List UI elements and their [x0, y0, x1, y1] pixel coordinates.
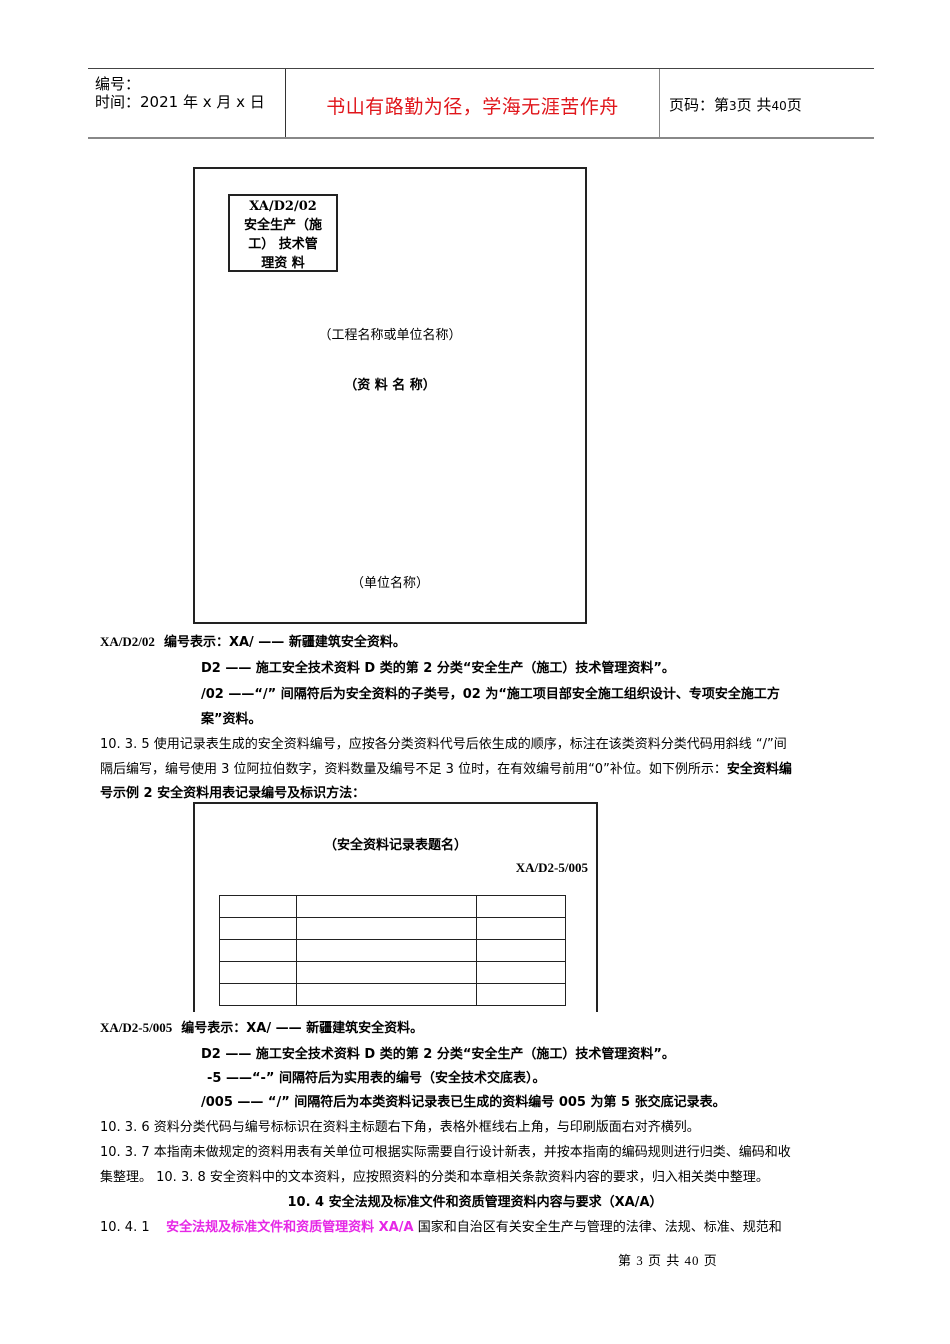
table-cell — [476, 895, 566, 918]
header-motto-cell: 书山有路勤为径，学海无涯苦作舟 — [286, 69, 660, 137]
table-cell — [476, 983, 566, 1006]
table-cell — [219, 895, 297, 918]
explanation-1-line-3: /02 ——“/” 间隔符后为安全资料的子类号，02 为“施工项目部安全施工组织… — [201, 687, 780, 702]
category-code-box: XA/D2/02 安全生产（施 工） 技术管 理资 料 — [228, 194, 338, 272]
category-line-2: 工） 技术管 — [248, 237, 318, 252]
table-cell — [476, 939, 566, 962]
section-10-4-heading: 10. 4 安全法规及标准文件和资质管理资料内容与要求（XA/A） — [287, 1195, 663, 1210]
unit-name-placeholder: （单位名称） — [350, 576, 429, 591]
document-time: 时间：2021 年 x 月 x 日 — [95, 93, 265, 111]
total-pages: 40 — [771, 99, 787, 113]
table-row — [219, 961, 566, 984]
explanation-2-line-1: XA/D2-5/005 编号表示：XA/ —— 新疆建筑安全资料。 — [100, 1020, 424, 1036]
record-table-title: （安全资料记录表题名） — [323, 838, 467, 853]
table-cell — [296, 961, 477, 984]
header-info-cell: 编号： 时间：2021 年 x 月 x 日 — [88, 69, 286, 137]
table-cell — [476, 961, 566, 984]
material-name-placeholder: （资 料 名 称） — [344, 378, 436, 393]
table-row — [219, 939, 566, 962]
highlighted-title: 安全法规及标准文件和资质管理资料 XA/A — [166, 1220, 414, 1235]
category-code: XA/D2/02 — [249, 199, 317, 214]
current-page: 3 — [729, 99, 737, 113]
table-cell — [219, 961, 297, 984]
page-footer: 第 3 页 共 40 页 — [618, 1253, 718, 1268]
table-cell — [296, 939, 477, 962]
record-table-example: （安全资料记录表题名） XA/D2-5/005 — [193, 802, 598, 1012]
table-cell — [296, 917, 477, 940]
record-table-code: XA/D2-5/005 — [515, 860, 588, 875]
section-10-3-6: 10. 3. 6 资料分类代码与编号标标识在资料主标题右下角，表格外框线右上角，… — [100, 1120, 700, 1135]
header-page-cell: 页码：第3页 共40页 — [660, 69, 874, 137]
cover-example-box: XA/D2/02 安全生产（施 工） 技术管 理资 料 （工程名称或单位名称） … — [193, 167, 587, 624]
table-cell — [219, 917, 297, 940]
category-line-3: 理资 料 — [261, 256, 305, 271]
explanation-1-line-2: D2 —— 施工安全技术资料 D 类的第 2 分类“安全生产（施工）技术管理资料… — [201, 661, 675, 676]
motto-text: 书山有路勤为径，学海无涯苦作舟 — [326, 96, 619, 118]
category-line-1: 安全生产（施 — [243, 218, 322, 233]
table-cell — [476, 917, 566, 940]
explanation-2-line-2: D2 —— 施工安全技术资料 D 类的第 2 分类“安全生产（施工）技术管理资料… — [201, 1047, 675, 1062]
table-cell — [296, 983, 477, 1006]
record-grid — [219, 895, 566, 1006]
document-number-label: 编号： — [95, 75, 141, 93]
section-10-3-7-line-2: 集整理。 10. 3. 8 安全资料中的文本资料，应按照资料的分类和本章相关条款… — [100, 1170, 769, 1185]
explanation-1-line-1: XA/D2/02 编号表示：XA/ —— 新疆建筑安全资料。 — [100, 634, 406, 650]
page-header: 编号： 时间：2021 年 x 月 x 日 书山有路勤为径，学海无涯苦作舟 页码… — [88, 68, 874, 139]
table-cell — [219, 939, 297, 962]
explanation-1-line-4: 案”资料。 — [201, 712, 262, 727]
explanation-2-line-3: -5 ——“-” 间隔符后为实用表的编号（安全技术交底表）。 — [207, 1071, 546, 1086]
page-indicator: 页码：第3页 共40页 — [669, 96, 802, 114]
project-name-placeholder: （工程名称或单位名称） — [318, 328, 462, 343]
table-row — [219, 983, 566, 1006]
table-row — [219, 895, 566, 918]
section-10-3-5-line-1: 10. 3. 5 使用记录表生成的安全资料编号，应按各分类资料代号后依生成的顺序… — [100, 737, 787, 752]
section-10-3-5-line-3: 号示例 2 安全资料用表记录编号及标识方法： — [100, 786, 366, 801]
table-row — [219, 917, 566, 940]
section-10-4-1: 10. 4. 1 安全法规及标准文件和资质管理资料 XA/A 国家和自治区有关安… — [100, 1220, 782, 1235]
section-10-3-5-line-2: 隔后编写，编号使用 3 位阿拉伯数字，资料数量及编号不足 3 位时，在有效编号前… — [100, 762, 792, 777]
table-cell — [296, 895, 477, 918]
explanation-2-line-4: /005 —— “/” 间隔符后为本类资料记录表已生成的资料编号 005 为第 … — [201, 1095, 726, 1110]
table-cell — [219, 983, 297, 1006]
section-10-3-7-line-1: 10. 3. 7 本指南未做规定的资料用表有关单位可根据实际需要自行设计新表，并… — [100, 1145, 791, 1160]
